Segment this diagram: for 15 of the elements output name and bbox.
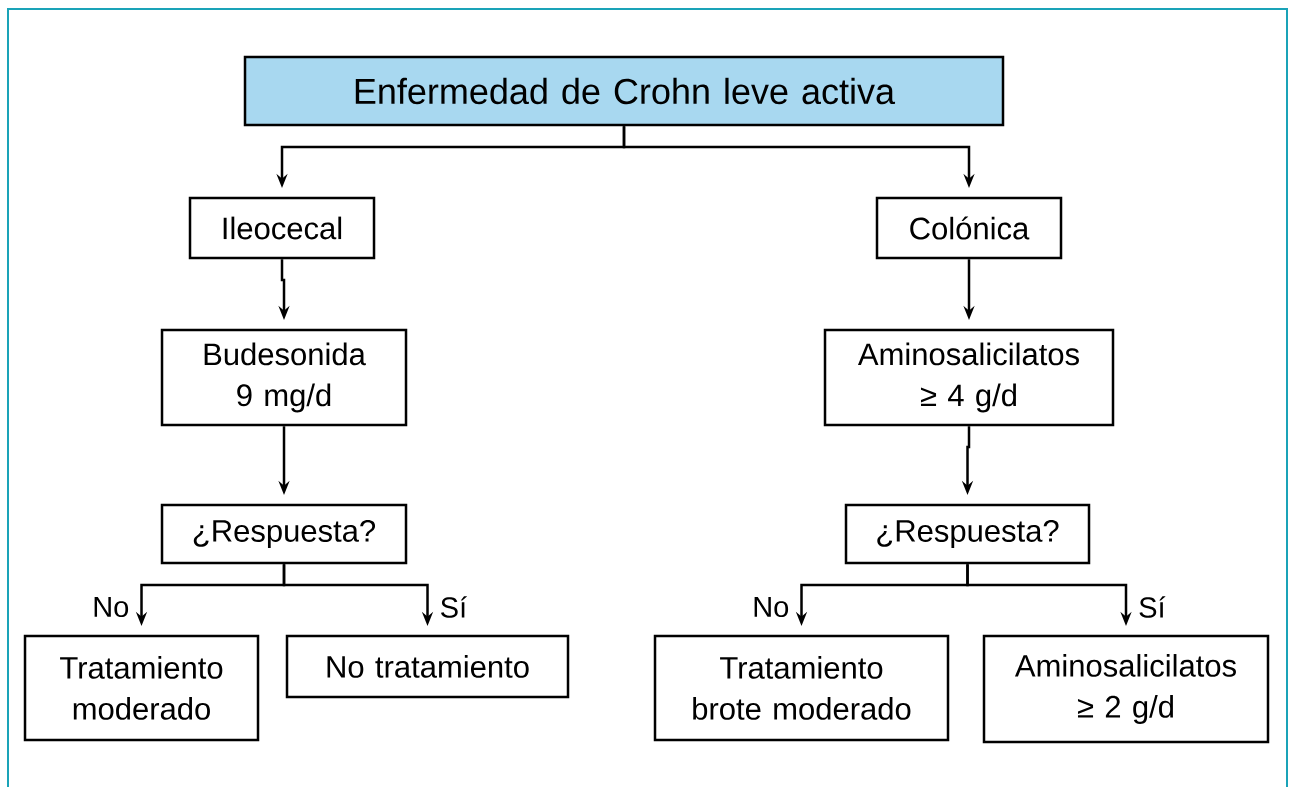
process-box: Colónica: [875, 196, 1063, 260]
process-box: Tratamiento brote moderado: [653, 634, 950, 742]
edge-label: No: [754, 596, 789, 618]
process-box: ¿Respuesta?: [844, 503, 1091, 565]
process-box: Tratamiento moderado: [23, 634, 260, 742]
title-box: Enfermedad de Crohn leve activa: [243, 55, 1005, 127]
process-box: Aminosalicilatos ≥ 2 g/d: [982, 634, 1270, 744]
edge-label: Sí: [1139, 596, 1166, 618]
edge-label: No: [94, 596, 129, 618]
process-box: Ileocecal: [188, 196, 376, 260]
process-box: Aminosalicilatos ≥ 4 g/d: [823, 328, 1115, 427]
edge-label: Sí: [441, 596, 467, 618]
process-box: Budesonida 9 mg/d: [160, 328, 408, 427]
process-box: ¿Respuesta?: [160, 503, 408, 565]
process-box: No tratamiento: [285, 634, 570, 699]
